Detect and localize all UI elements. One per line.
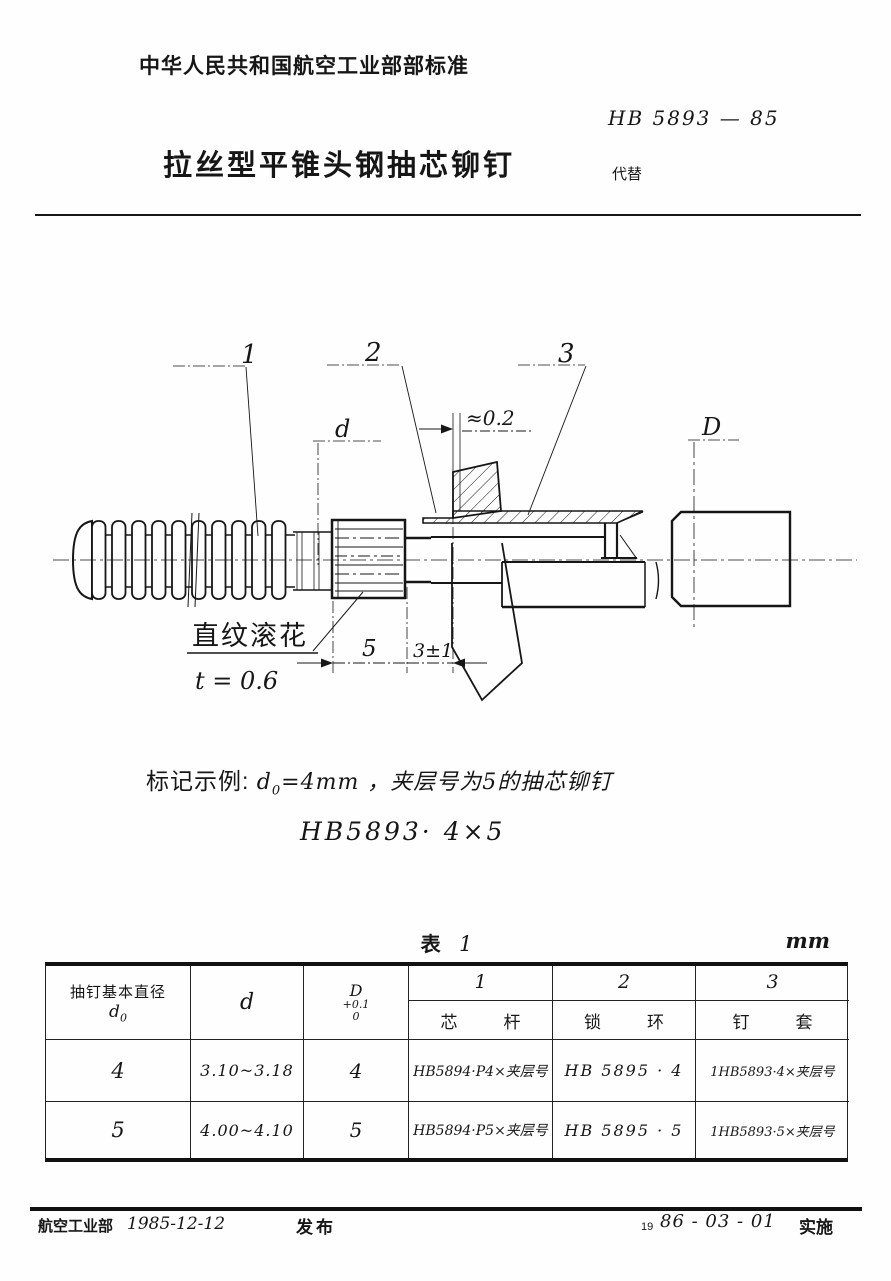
header-cell-d0: 抽钉基本直径 d0 (46, 966, 191, 1040)
dimension-knurl-length-and-grip: 5 3±1 (297, 527, 487, 673)
dim-grip-label: 3±1 (413, 640, 453, 662)
table-row-2-d0: 5 (46, 1102, 191, 1158)
marking-example-designation: HB5893· 4×5 (300, 817, 506, 846)
dim-protrusion-label: ≈0.2 (466, 406, 515, 430)
marking-example-variable: d0 (256, 770, 282, 799)
footer-impl-label: 实施 (799, 1218, 833, 1237)
mandrel-neck (293, 531, 332, 591)
knurl-section (330, 518, 407, 600)
standard-number: HB 5893 — 85 (608, 106, 780, 130)
header-cell-core-rod: 1 芯杆 (409, 966, 553, 1040)
table-caption: 表 1 mm (45, 928, 848, 962)
header-cell-D: D +0.1 0 (304, 966, 409, 1040)
marking-example-text: =4mm ，夹层号为5的抽芯铆钉 (281, 770, 613, 795)
table-caption-number: 1 (459, 932, 473, 956)
mandrel-shank (405, 536, 431, 584)
dim-D-label: D (701, 413, 721, 441)
replaces-label: 代替 (612, 166, 643, 183)
lock-ring (601, 511, 644, 560)
callout-1-label: 1 (241, 340, 258, 370)
sleeve-body (501, 561, 660, 609)
rivet-technical-drawing: 1 2 3 d ≈0.2 D (53, 338, 857, 702)
header-rule (35, 214, 861, 216)
footer-issue-date: 1985-12-12 (127, 1214, 226, 1234)
footer-impl-year-prefix: 19 (641, 1221, 654, 1233)
header-cell-sleeve: 3 钉套 (696, 966, 849, 1040)
footer-publish-label: 发布 (296, 1218, 336, 1237)
table-row-2-d: 4.00~4.10 (191, 1102, 304, 1158)
header-cell-lock-ring: 2 锁环 (553, 966, 696, 1040)
knurl-note-label: 直纹滚花 (192, 621, 308, 651)
footer-impl-date: 86 - 03 - 01 (660, 1211, 776, 1232)
mandrel-head-cylinder (670, 510, 792, 608)
callout-1: 1 (173, 340, 259, 537)
footer-issuer: 航空工业部 (38, 1218, 114, 1235)
callout-3: 3 (518, 339, 587, 516)
callout-2-label: 2 (364, 338, 382, 368)
sheet-lower-breakout (451, 542, 523, 702)
marking-example-label: 标记示例: (146, 768, 250, 794)
table-row-2-sleeve: 1HB5893·5×夹层号 (710, 1124, 835, 1140)
table-row-1-D: 4 (304, 1040, 409, 1102)
table-row-2-D: 5 (304, 1102, 409, 1158)
table-row-2-core: HB5894·P5×夹层号 (409, 1102, 553, 1158)
header-cell-d: d (191, 966, 304, 1040)
table-row-1-d: 3.10~3.18 (191, 1040, 304, 1102)
dim-knurl-length-label: 5 (362, 636, 377, 662)
spec-table: 抽钉基本直径 d0 d D +0.1 0 1 芯杆 2 锁环 (45, 962, 849, 1162)
dimension-protrusion: ≈0.2 (419, 406, 534, 434)
knurl-pitch-label: t = 0.6 (195, 667, 278, 695)
document-title: 拉丝型平锥头钢抽芯铆钉 (163, 150, 516, 182)
table-section: 表 1 mm 抽钉基本直径 d0 d D +0.1 0 1 芯杆 (45, 928, 849, 1162)
dimension-d: d (313, 415, 381, 565)
footer-rule (30, 1207, 862, 1211)
table-row-1-core: HB5894·P4×夹层号 (409, 1040, 553, 1102)
standard-org-heading: 中华人民共和国航空工业部部标准 (139, 55, 469, 78)
marking-example: 标记示例: d0=4mm ，夹层号为5的抽芯铆钉 (146, 762, 612, 798)
table-row-2-lock: HB 5895 · 5 (553, 1102, 696, 1158)
dim-d-label: d (335, 415, 350, 443)
table-unit-label: mm (785, 928, 830, 953)
table-caption-zh: 表 (420, 934, 441, 956)
knurl-note: 直纹滚花 t = 0.6 (187, 591, 364, 695)
table-row-1-d0: 4 (46, 1040, 191, 1102)
callout-3-label: 3 (558, 339, 575, 369)
callout-2: 2 (327, 338, 437, 514)
table-row-1-sleeve: 1HB5893·4×夹层号 (696, 1040, 849, 1102)
dimension-D: D (688, 413, 739, 630)
table-row-1-lock: HB 5895 · 4 (553, 1040, 696, 1102)
rod-shoulder-curve (655, 561, 660, 600)
core-rod (431, 536, 605, 584)
